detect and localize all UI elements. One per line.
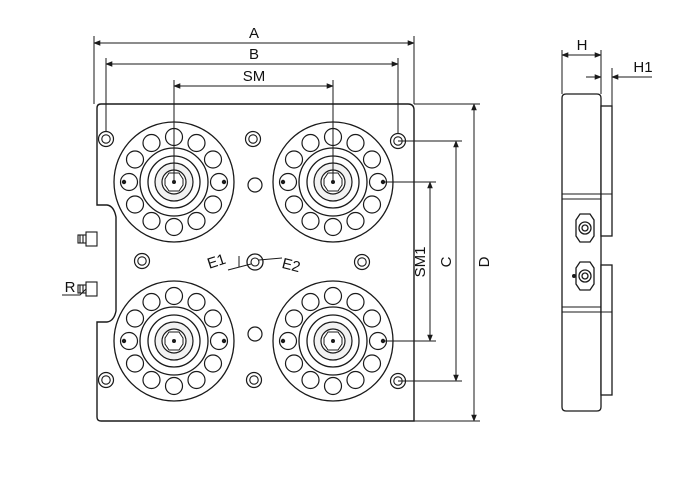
- mounting-hole-icon: [353, 253, 371, 271]
- mounting-hole-icon: [244, 130, 262, 148]
- mounting-hole-icon: [133, 252, 151, 270]
- dim-sm1-label: SM1: [412, 247, 429, 278]
- port-e2-label: E2: [280, 255, 302, 276]
- zero-point-chuck-icon: [113, 280, 235, 402]
- zero-point-chuck-icon: [272, 280, 394, 402]
- locating-hole: [247, 177, 263, 193]
- locating-hole: [247, 326, 263, 342]
- dim-d-label: D: [476, 256, 493, 267]
- side-view: [561, 93, 613, 412]
- side-dimensions: [561, 50, 652, 106]
- port-e1-label: E1: [205, 251, 228, 273]
- dim-h-label: H: [577, 37, 588, 54]
- front-view: [77, 103, 415, 422]
- dim-a-label: A: [249, 25, 259, 42]
- dim-sm-label: SM: [243, 68, 266, 85]
- air-fitting-icon: [575, 213, 595, 243]
- dimensions: [62, 36, 480, 422]
- mounting-hole-icon: [245, 371, 263, 389]
- port-r-label: R: [65, 279, 76, 296]
- air-fitting-icon: [575, 261, 595, 291]
- dim-b-label: B: [249, 46, 259, 63]
- dim-h1-label: H1: [633, 59, 652, 76]
- center-port: [246, 253, 264, 271]
- dim-c-label: C: [438, 256, 455, 267]
- air-fitting-icon: [77, 231, 98, 247]
- mounting-hole-icon: [97, 130, 115, 148]
- mounting-hole-icon: [97, 371, 115, 389]
